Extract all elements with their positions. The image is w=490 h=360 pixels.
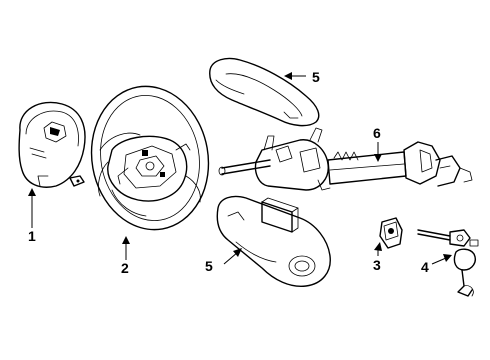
upper-column-cover [209,57,320,127]
ignition-lock-cylinder [417,229,479,297]
callout-1: 1 [28,228,36,244]
callout-3: 3 [373,257,381,273]
steering-column [218,127,473,191]
steering-wheel [90,85,210,231]
lock-housing-bracket [379,217,403,249]
lower-column-cover [216,195,331,287]
callout-5-lower: 5 [205,258,213,274]
airbag-module [18,101,86,188]
callout-4: 4 [421,259,429,275]
callout-2: 2 [121,260,129,276]
callout-6: 6 [373,125,381,141]
leader-lines [28,72,452,265]
callout-5-upper: 5 [312,69,320,85]
